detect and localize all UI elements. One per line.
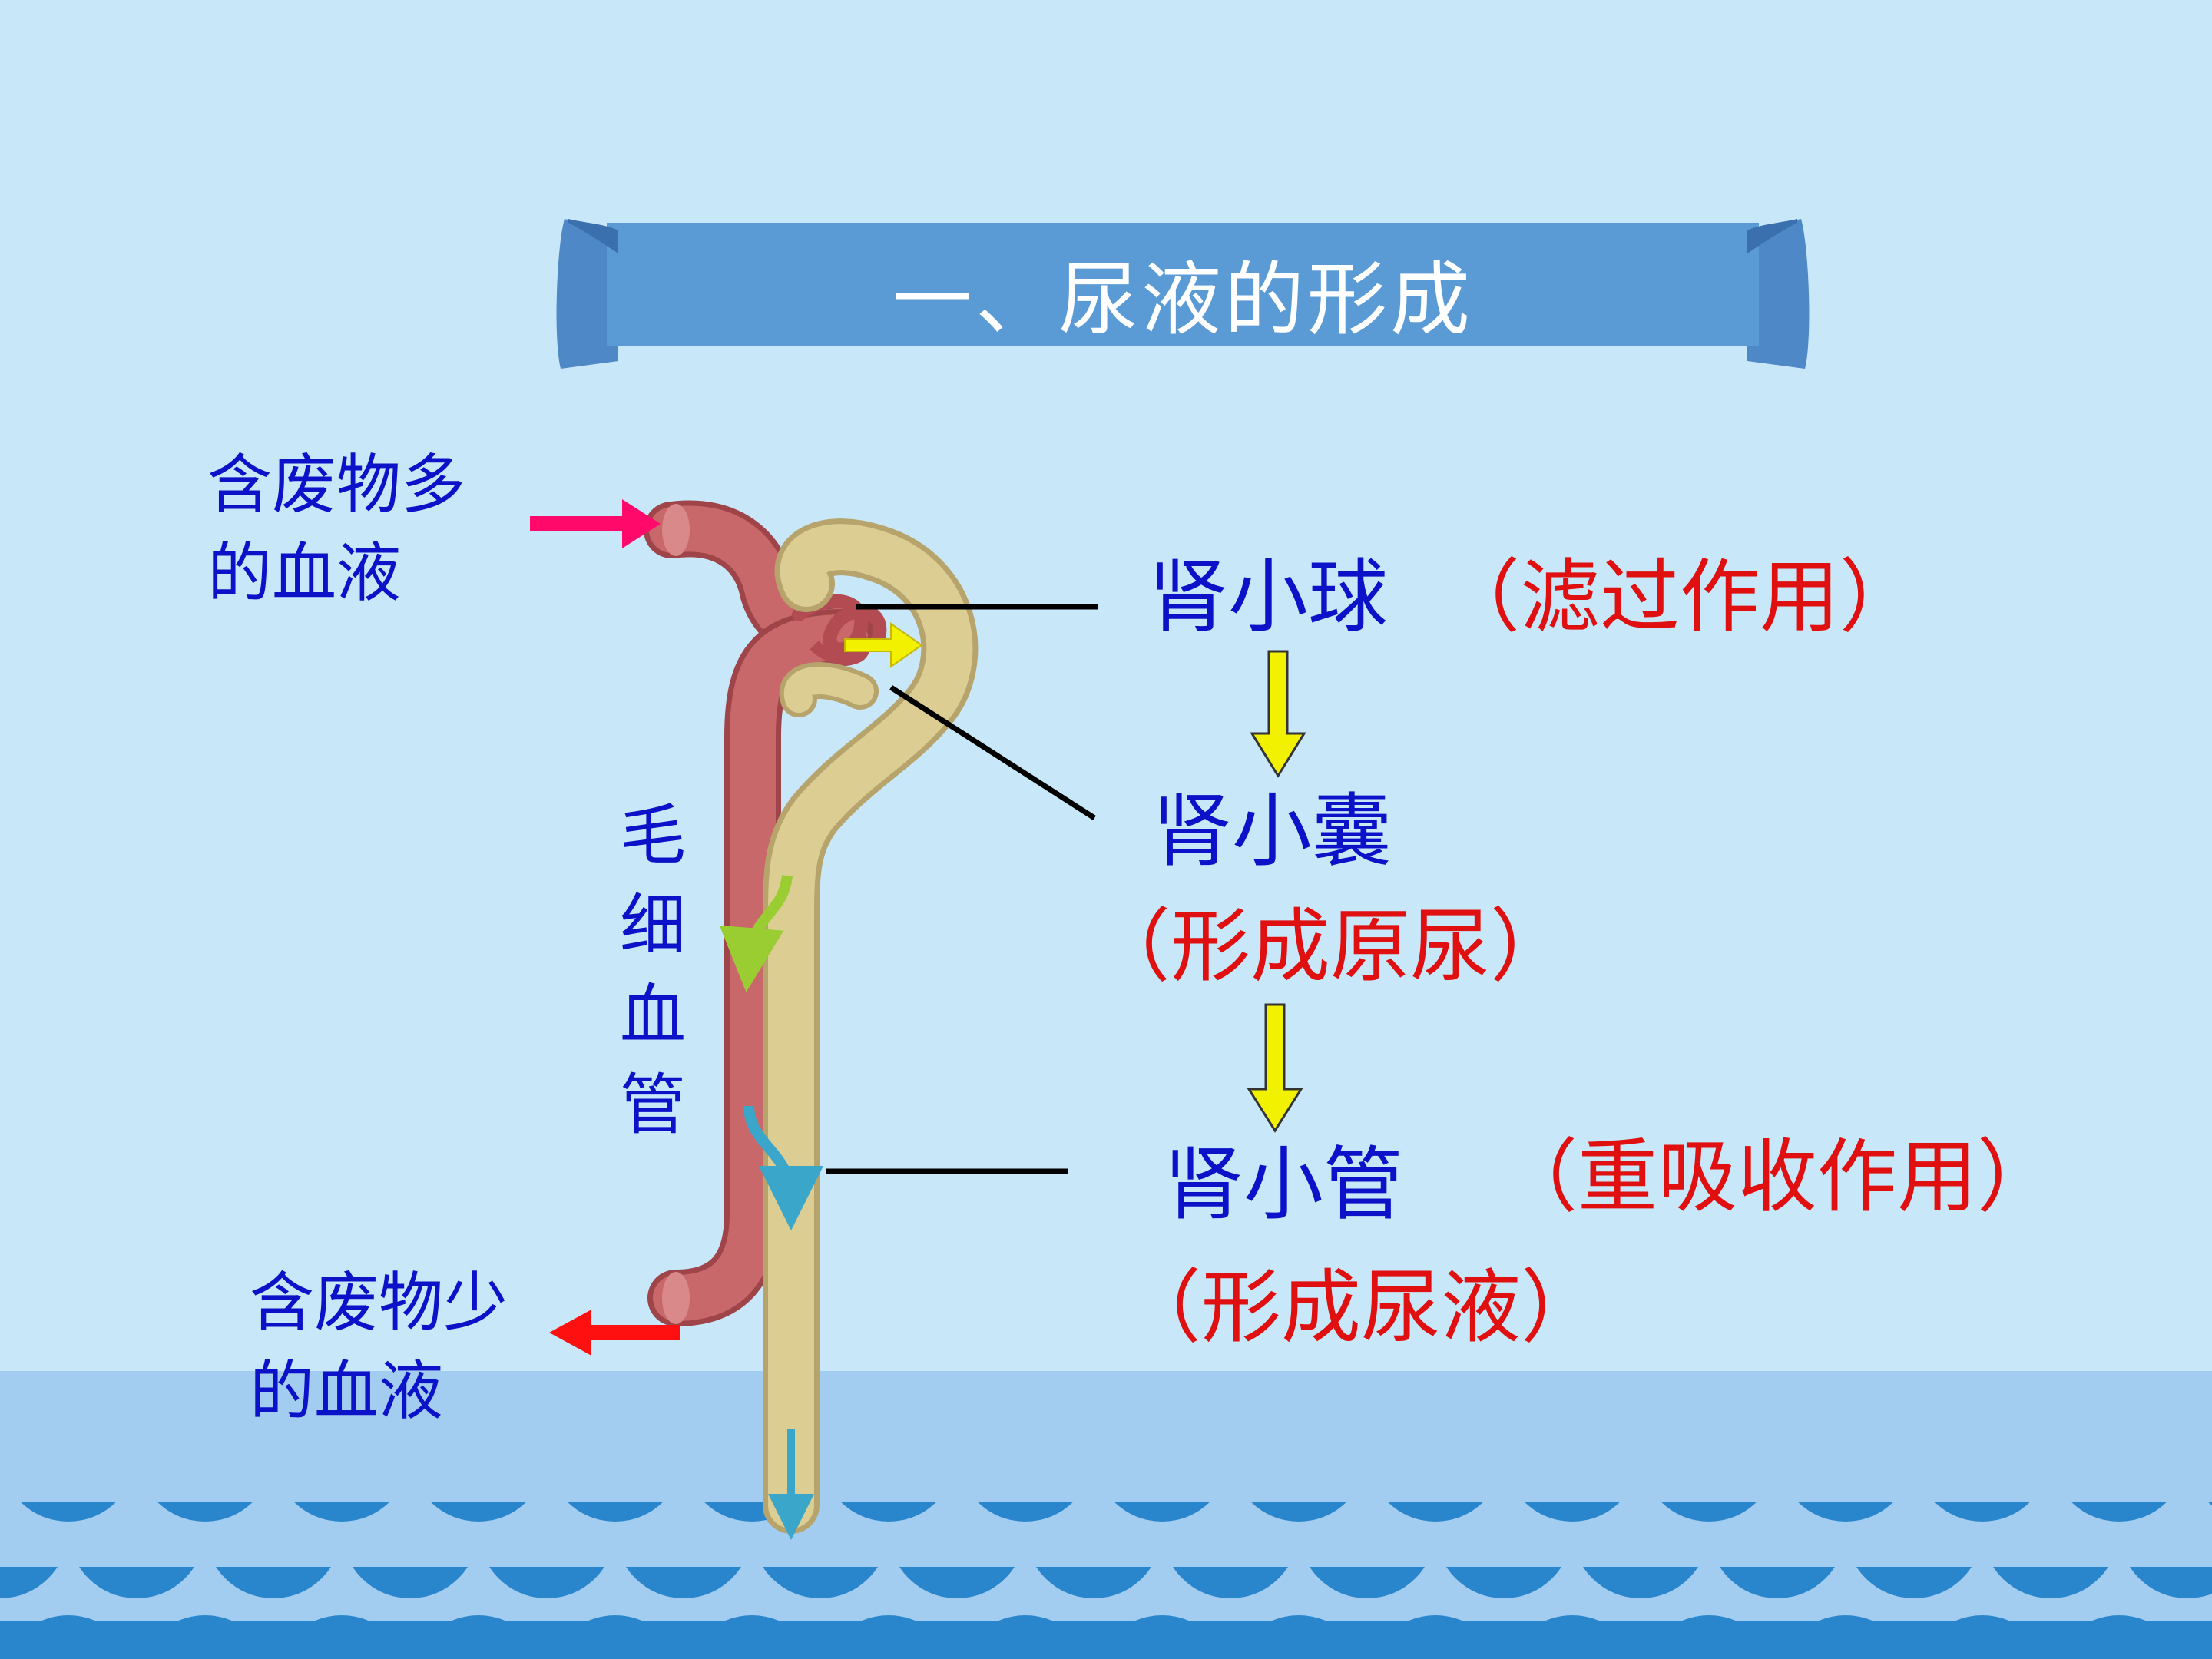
glomerulus-label: 肾小球 <box>1148 550 1389 644</box>
filtration-flow-arrow <box>844 622 923 668</box>
glomerulus-role-label: （滤过作用） <box>1440 550 1920 644</box>
capillary-label-char4: 管 <box>620 1067 686 1144</box>
page-title: 一、尿液的形成 <box>892 252 1473 346</box>
renal-tubule <box>763 518 979 1534</box>
wave-pattern <box>0 1502 2212 1659</box>
outflow-arrow <box>549 1310 680 1356</box>
process-arrow-1 <box>1250 650 1306 778</box>
inflow-arrow <box>530 499 661 548</box>
outflow-blood-label-line2: 的血液 <box>250 1353 444 1429</box>
inflow-blood-label-line1: 含废物多 <box>207 447 466 522</box>
reabsorption-arrow-upper <box>719 875 793 992</box>
tubule-label: 肾小管 <box>1164 1137 1404 1231</box>
tubule-role-label: （重吸收作用） <box>1498 1130 2058 1224</box>
inflow-blood-label-line2: 的血液 <box>207 535 402 611</box>
capillary-label-char2: 细 <box>620 887 686 964</box>
capillary-label-char3: 血 <box>620 977 686 1054</box>
blood-vessel <box>644 500 887 1326</box>
capsule-role-label: （形成原尿） <box>1091 899 1571 993</box>
reabsorption-arrow-lower <box>743 1105 823 1230</box>
capillary-label-char1: 毛 <box>620 797 686 874</box>
outflow-blood-label-line1: 含废物少 <box>250 1265 508 1340</box>
title-banner <box>556 219 1810 369</box>
tubule-result-label: （形成尿液） <box>1121 1260 1601 1354</box>
capsule-pointer-line <box>889 685 1096 820</box>
capsule-label: 肾小囊 <box>1152 784 1392 878</box>
process-arrow-2 <box>1247 1003 1303 1133</box>
